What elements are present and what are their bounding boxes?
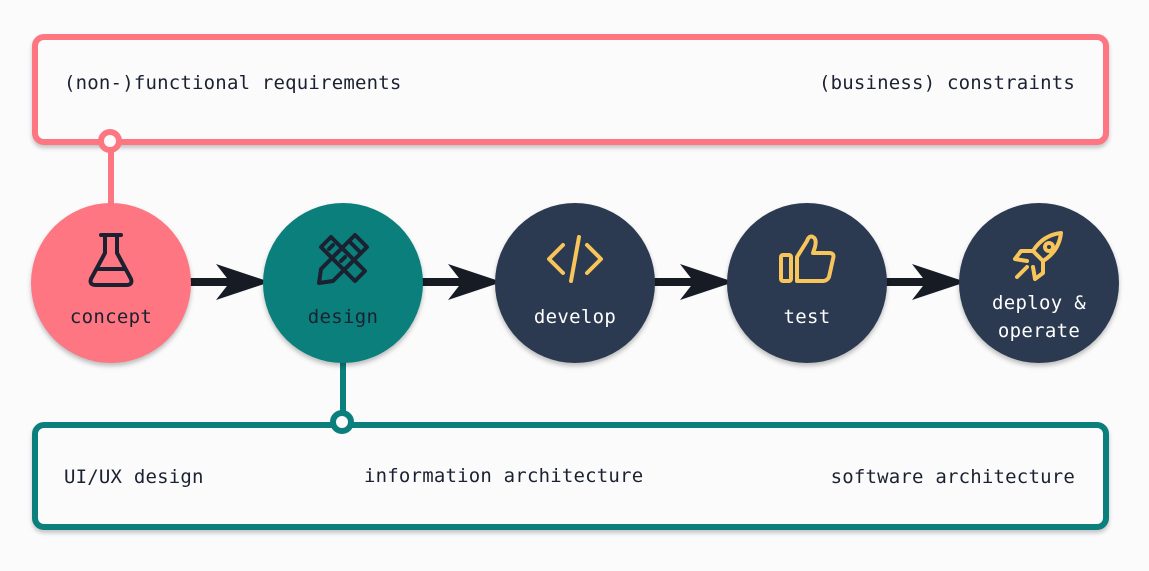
stage-label-line-1: deploy & [992,292,1086,314]
stage-label: deploy & operate [959,289,1119,345]
software-architecture-label: software architecture [830,466,1075,488]
stage-test: test [727,203,887,363]
stage-label: design [307,306,379,328]
thumbs-up-icon [779,234,836,283]
arrow-icon [650,264,734,300]
design-connector [340,358,346,424]
pencil-ruler-icon [317,233,369,285]
stage-concept: concept [31,203,191,363]
arrow-icon [186,264,270,300]
design-connector-node [330,410,354,434]
flask-icon [88,233,134,287]
code-icon [547,235,603,283]
ui-ux-design-label: UI/UX design [64,466,204,488]
stage-label: test [783,306,831,328]
requirements-box [32,34,1109,145]
stage-label: concept [69,306,153,328]
arrow-icon [882,264,966,300]
concept-connector [108,140,114,212]
stage-label-line-2: operate [997,320,1081,342]
design-details-box [32,422,1109,530]
rocket-icon [1013,231,1063,281]
stage-label: develop [533,306,617,328]
concept-connector-node [98,129,122,153]
functional-requirements-label: (non-)functional requirements [64,72,402,94]
arrow-icon [418,264,502,300]
business-constraints-label: (business) constraints [818,72,1075,94]
information-architecture-label: information architecture [364,465,644,487]
stage-develop: develop [495,203,655,363]
stage-deploy-operate: deploy & operate [959,203,1119,363]
stage-design: design [263,203,423,363]
